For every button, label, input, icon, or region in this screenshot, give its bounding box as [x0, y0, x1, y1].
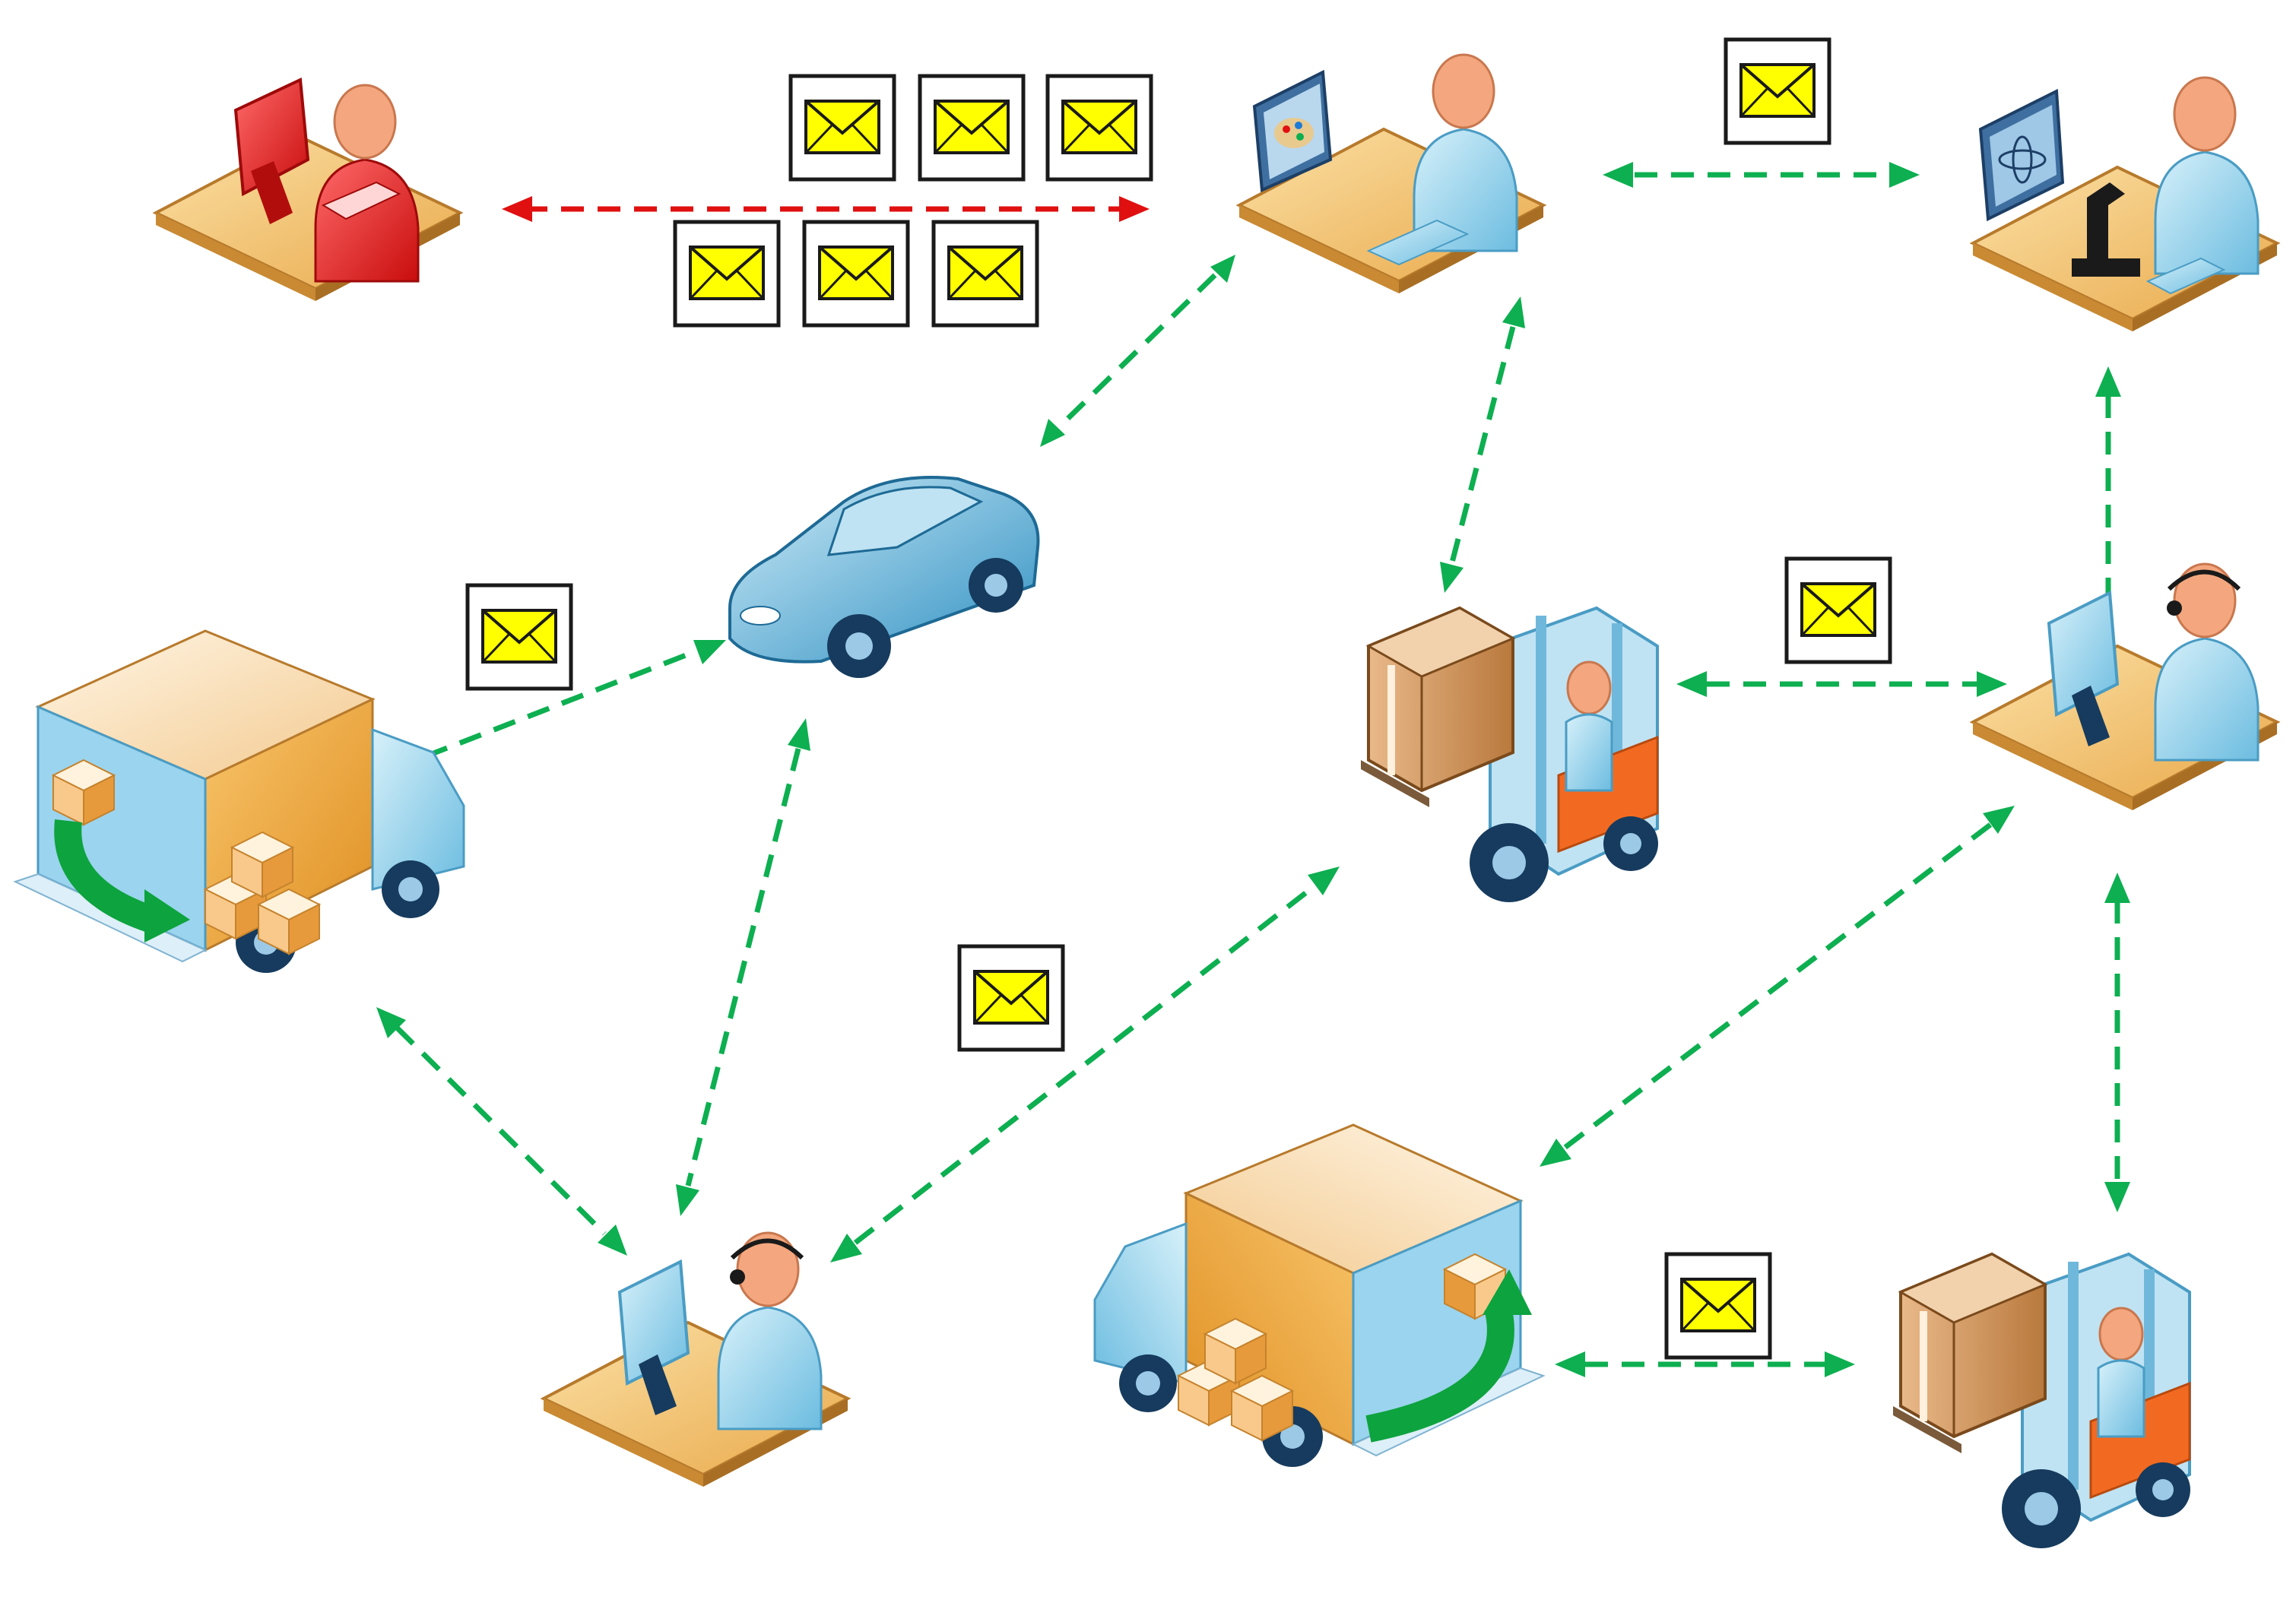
envelope-icon[interactable]: [1726, 40, 1829, 143]
link-bottom-truck-bottom-forklift: [1555, 1351, 1855, 1377]
delivery-truck-icon[interactable]: [14, 629, 465, 974]
operator-with-headset-icon[interactable]: [542, 1231, 849, 1488]
link-designer-lab-scientist: [1603, 162, 1920, 188]
envelope-icon[interactable]: [804, 222, 908, 325]
scientist-with-microscope-icon[interactable]: [1971, 76, 2279, 333]
envelope-icon[interactable]: [1048, 76, 1151, 179]
forklift-icon[interactable]: [1361, 608, 1658, 902]
link-designer-car: [1040, 255, 1235, 447]
operator-with-headset-icon[interactable]: [1971, 562, 2279, 812]
link-bottom-operator-center-forklift: [830, 866, 1340, 1262]
car-icon[interactable]: [728, 476, 1040, 678]
envelope-icon[interactable]: [468, 585, 571, 689]
blocked-link-red-operator-designer: [502, 196, 1150, 222]
envelope-icon[interactable]: [920, 76, 1023, 179]
link-left-truck-bottom-operator: [376, 1007, 627, 1256]
connections-layer: [376, 162, 2130, 1377]
designer-at-computer-icon[interactable]: [1238, 53, 1545, 295]
person-at-computer-icon[interactable]: [154, 77, 461, 303]
envelope-icon[interactable]: [934, 222, 1037, 325]
envelope-icon[interactable]: [675, 222, 779, 325]
link-right-operator-bottom-truck: [1540, 806, 2015, 1167]
envelope-icon[interactable]: [791, 76, 894, 179]
envelope-icon[interactable]: [959, 946, 1063, 1050]
link-right-operator-bottom-forklift: [2104, 873, 2130, 1212]
envelope-icon[interactable]: [1667, 1254, 1770, 1357]
forklift-icon[interactable]: [1893, 1254, 2190, 1548]
delivery-truck-icon[interactable]: [1093, 1123, 1545, 1468]
arrow-icon: [1365, 1269, 1532, 1443]
link-center-forklift-right-operator: [1676, 671, 2007, 697]
link-car-bottom-operator: [676, 718, 810, 1216]
messages-layer: [468, 40, 1890, 1357]
link-designer-center-forklift: [1440, 296, 1525, 593]
envelope-icon[interactable]: [1787, 559, 1890, 662]
